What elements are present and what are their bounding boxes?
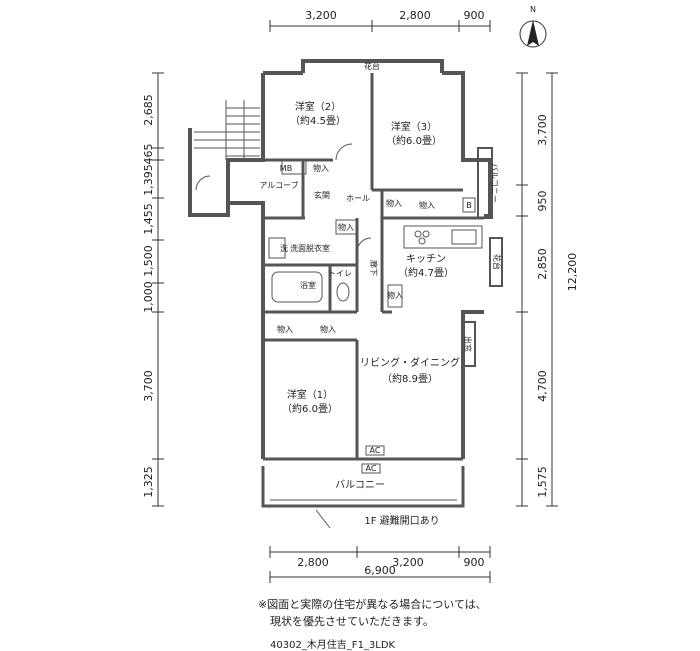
label-storage-d: 物入 <box>338 222 354 232</box>
top-dimension <box>269 20 491 32</box>
dim-left-3: 1,395 <box>142 164 155 196</box>
label-balcony: バルコニー <box>335 479 385 491</box>
dim-left-8: 1,325 <box>142 466 155 498</box>
bay-window <box>462 321 476 367</box>
label-storage-e: 物入 <box>387 290 403 300</box>
label-window: 出窓 <box>463 336 473 352</box>
dim-left-5: 1,500 <box>142 245 155 277</box>
storage-box-2 <box>335 219 357 235</box>
dim-left-6: 1,000 <box>142 281 155 313</box>
label-room1-size: （約6.0畳） <box>282 402 338 415</box>
label-room1: 洋室（1） <box>287 388 333 401</box>
label-living-size: （約8.9畳） <box>382 372 438 385</box>
label-hall: ホール <box>346 194 370 203</box>
label-ac1: AC <box>370 446 381 455</box>
flower-box-side <box>489 237 503 287</box>
ac-box-2 <box>361 463 381 474</box>
label-wash: 洗 <box>280 243 288 253</box>
dim-top-2: 2,800 <box>399 9 431 22</box>
label-ac2: AC <box>366 464 377 473</box>
door-swings <box>195 143 372 529</box>
dim-right-total: 12,200 <box>566 253 579 292</box>
label-room2-size: （約4.5畳） <box>290 114 346 127</box>
label-escape: 1F 避難開口あり <box>364 514 439 527</box>
dim-right-5: 1,575 <box>536 466 549 498</box>
label-storage-g: 物入 <box>320 324 336 334</box>
dim-left-1: 2,685 <box>142 94 155 126</box>
label-toilet: トイレ <box>328 269 352 278</box>
dim-left-4: 1,455 <box>142 203 155 235</box>
storage-box <box>387 284 403 308</box>
dim-left-7: 3,700 <box>142 370 155 402</box>
dim-left-2: 465 <box>142 144 155 165</box>
dim-right-1: 3,700 <box>536 114 549 146</box>
bottom-dimension <box>269 546 491 583</box>
label-kitchen-size: （約4.7畳） <box>398 266 454 279</box>
stairs-icon <box>194 100 260 160</box>
label-storage-f: 物入 <box>277 324 293 334</box>
washer-box <box>268 237 286 259</box>
kitchen-counter <box>403 225 483 249</box>
inner-walls <box>263 73 484 459</box>
toilet-icon <box>336 282 350 302</box>
right-dimension <box>516 72 558 507</box>
ac-box-1 <box>365 445 385 456</box>
dim-bottom-3: 900 <box>464 556 485 569</box>
dim-right-3: 2,850 <box>536 248 549 280</box>
disclaimer-note: ※図面と実際の住宅が異なる場合については、 現状を優先させていただきます。 <box>258 596 487 630</box>
label-kadai-side: 花台 <box>492 254 502 270</box>
label-storage-b: 物入 <box>386 198 402 208</box>
label-b: B <box>466 201 472 210</box>
label-storage-a: 物入 <box>313 163 329 173</box>
dim-top-3: 900 <box>464 9 485 22</box>
label-room3-size: （約6.0畳） <box>386 134 442 147</box>
label-dressing: 洗面脱衣室 <box>290 243 330 253</box>
label-mb: MB <box>280 164 292 173</box>
dim-right-2: 950 <box>536 191 549 212</box>
outer-walls <box>188 59 492 459</box>
label-storage-c: 物入 <box>419 200 435 210</box>
dim-top-1: 3,200 <box>305 9 337 22</box>
label-living: リビング・ダイニング <box>360 356 460 369</box>
label-balcony-side: バルコニー <box>490 163 499 203</box>
label-room2: 洋室（2） <box>295 100 341 113</box>
b-box <box>462 197 476 213</box>
label-room3: 洋室（3） <box>391 120 437 133</box>
dim-bottom-total: 6,900 <box>364 564 396 577</box>
label-corridor: 廊下 <box>369 260 379 276</box>
left-dimension <box>152 72 164 507</box>
dim-right-4: 4,700 <box>536 370 549 402</box>
balcony-walls <box>261 457 465 508</box>
note-line-1: ※図面と実際の住宅が異なる場合については、 <box>258 598 487 611</box>
label-bath: 浴室 <box>300 280 316 290</box>
dim-bottom-2: 3,200 <box>392 556 424 569</box>
label-genkan: 玄関 <box>314 190 330 200</box>
label-alcove: アルコーブ <box>259 180 298 190</box>
label-kitchen: キッチン <box>406 253 446 265</box>
compass-label: N <box>530 5 536 14</box>
north-compass-icon <box>519 20 547 48</box>
label-kadai-top: 花台 <box>364 61 380 71</box>
plan-code: 40302_木月住吉_F1_3LDK <box>270 640 396 651</box>
bathtub-icon <box>271 271 323 303</box>
mb-box <box>281 159 307 175</box>
note-line-2: 現状を優先させていただきます。 <box>270 615 434 628</box>
dim-bottom-1: 2,800 <box>297 556 329 569</box>
side-balcony <box>477 147 493 219</box>
